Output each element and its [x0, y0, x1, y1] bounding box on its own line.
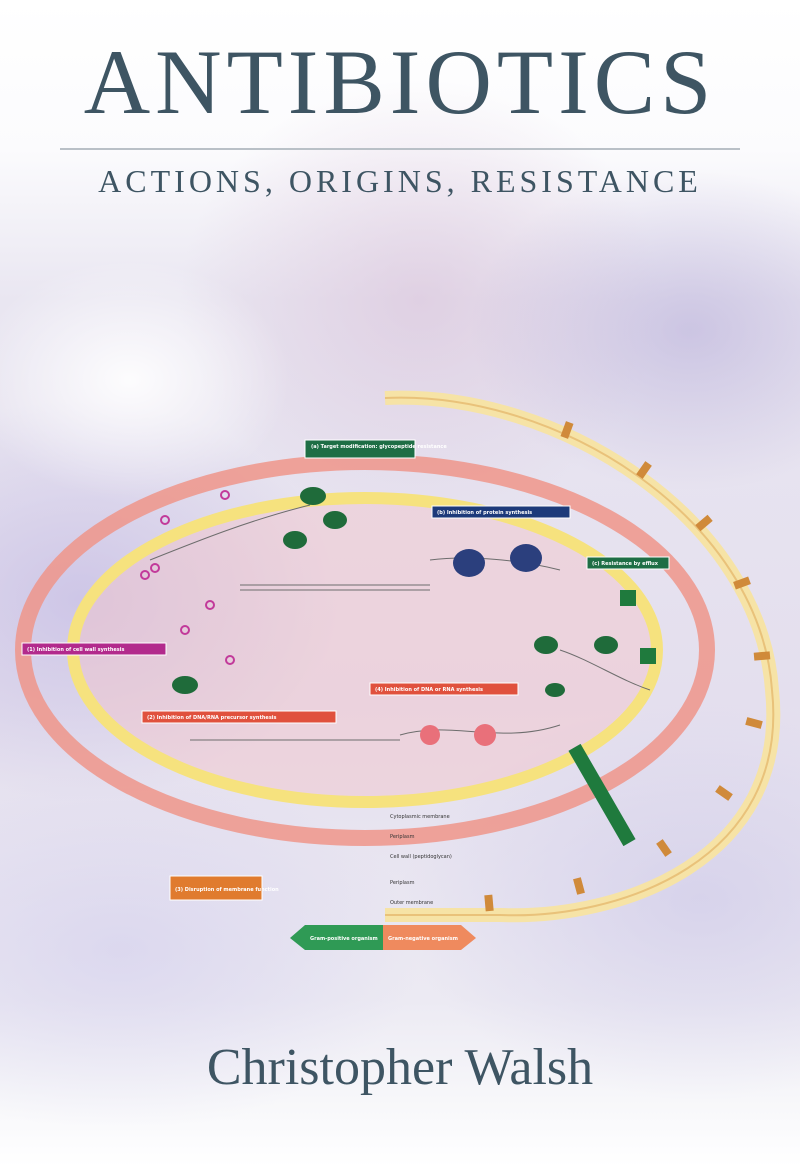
svg-text:Periplasm: Periplasm: [390, 834, 415, 840]
svg-text:Cytoplasmic membrane: Cytoplasmic membrane: [390, 814, 450, 820]
cell-wall-precursors: [140, 490, 235, 665]
cytoplasm: [75, 500, 655, 800]
gram-legend: Gram-positive organism Gram-negative org…: [290, 925, 476, 950]
book-subtitle: ACTIONS, ORIGINS, RESISTANCE: [98, 163, 702, 199]
label-box-efflux: (c) Resistance by efflux: [586, 556, 670, 570]
label-box-target-modification: (a) Target modification: glycopeptide re…: [304, 439, 447, 459]
polymerase-spheres: [420, 724, 496, 746]
svg-text:(a) Target modification: glyco: (a) Target modification: glycopeptide re…: [311, 444, 447, 450]
svg-text:Periplasm: Periplasm: [390, 880, 415, 886]
svg-text:Cell wall (peptidoglycan): Cell wall (peptidoglycan): [390, 854, 452, 860]
svg-text:Outer membrane: Outer membrane: [390, 900, 433, 906]
porin-channels: [484, 421, 771, 912]
book-title: ANTIBIOTICS: [83, 31, 717, 133]
label-box-dna-rna: (4) Inhibition of DNA or RNA synthesis: [369, 682, 519, 696]
label-box-protein-synthesis: (b) Inhibition of protein synthesis: [431, 505, 571, 519]
book-author: Christopher Walsh: [206, 1039, 594, 1096]
svg-text:Gram-positive organism: Gram-positive organism: [310, 936, 378, 942]
outer-membrane-edge: [384, 396, 775, 917]
enzyme-blobs: [172, 487, 618, 697]
svg-text:(b) Inhibition of protein synt: (b) Inhibition of protein synthesis: [437, 510, 532, 516]
label-box-precursor: (2) Inhibition of DNA/RNA precursor synt…: [141, 710, 337, 724]
title-divider: [60, 148, 740, 150]
ribosomes: [453, 544, 542, 577]
label-box-cell-wall: (1) Inhibition of cell wall synthesis: [21, 642, 167, 656]
pathway-lines: [149, 504, 651, 741]
svg-text:Gram-negative organism: Gram-negative organism: [388, 936, 458, 942]
svg-text:(c) Resistance by efflux: (c) Resistance by efflux: [592, 561, 659, 567]
efflux-pump: [568, 590, 656, 847]
label-box-membrane: (3) Disruption of membrane function: [169, 875, 279, 901]
svg-text:(2) Inhibition of DNA/RNA prec: (2) Inhibition of DNA/RNA precursor synt…: [147, 715, 277, 721]
layer-labels: Cytoplasmic membrane Periplasm Cell wall…: [390, 814, 452, 906]
svg-text:(1) Inhibition of cell wall sy: (1) Inhibition of cell wall synthesis: [27, 647, 124, 653]
svg-text:(3) Disruption of membrane fun: (3) Disruption of membrane function: [175, 887, 279, 893]
svg-text:(4) Inhibition of DNA or RNA s: (4) Inhibition of DNA or RNA synthesis: [375, 687, 483, 693]
